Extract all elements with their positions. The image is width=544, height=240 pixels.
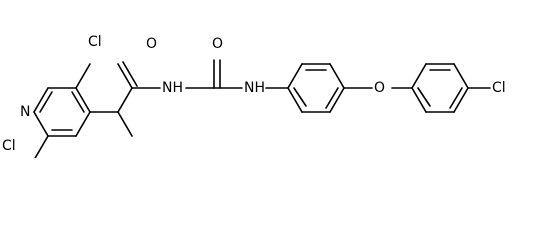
bond xyxy=(411,63,427,89)
bond xyxy=(287,87,303,113)
bond xyxy=(122,61,138,87)
bond xyxy=(117,63,133,89)
bond xyxy=(417,87,431,107)
bond xyxy=(75,111,91,137)
atom-label-n-pyridine: N xyxy=(20,104,30,120)
phenyl-ring-1 xyxy=(287,63,345,113)
phenyl-ring-2 xyxy=(411,63,469,113)
bond xyxy=(329,87,345,113)
bond xyxy=(117,87,133,113)
atom-label-cl-bottom: Cl xyxy=(2,138,16,154)
atom-label-nh-imide: NH xyxy=(162,80,183,96)
bond xyxy=(75,87,91,113)
bond xyxy=(39,91,53,113)
atom-label-cl-top: Cl xyxy=(88,34,102,50)
bond xyxy=(71,91,85,113)
atom-label-cl-phenyl: Cl xyxy=(492,80,506,96)
bond xyxy=(34,135,49,158)
atom-label-o-amide: O xyxy=(146,36,157,52)
bond xyxy=(325,87,339,109)
bond xyxy=(411,87,427,113)
atom-label-nh-urea: NH xyxy=(244,80,265,96)
bond xyxy=(33,87,49,113)
bond xyxy=(117,111,133,137)
atom-label-o-urea: O xyxy=(212,36,223,52)
bond xyxy=(33,111,49,137)
bond xyxy=(293,87,307,107)
pyridine-ring xyxy=(33,87,91,137)
bond xyxy=(449,87,463,109)
bond xyxy=(329,63,345,89)
bond xyxy=(453,87,469,113)
bond xyxy=(453,63,469,89)
bond xyxy=(287,63,303,89)
chemical-structure: Cl N Cl O NH O NH O Cl xyxy=(2,34,506,158)
bond xyxy=(75,63,91,89)
atom-label-o-ether: O xyxy=(374,80,385,96)
